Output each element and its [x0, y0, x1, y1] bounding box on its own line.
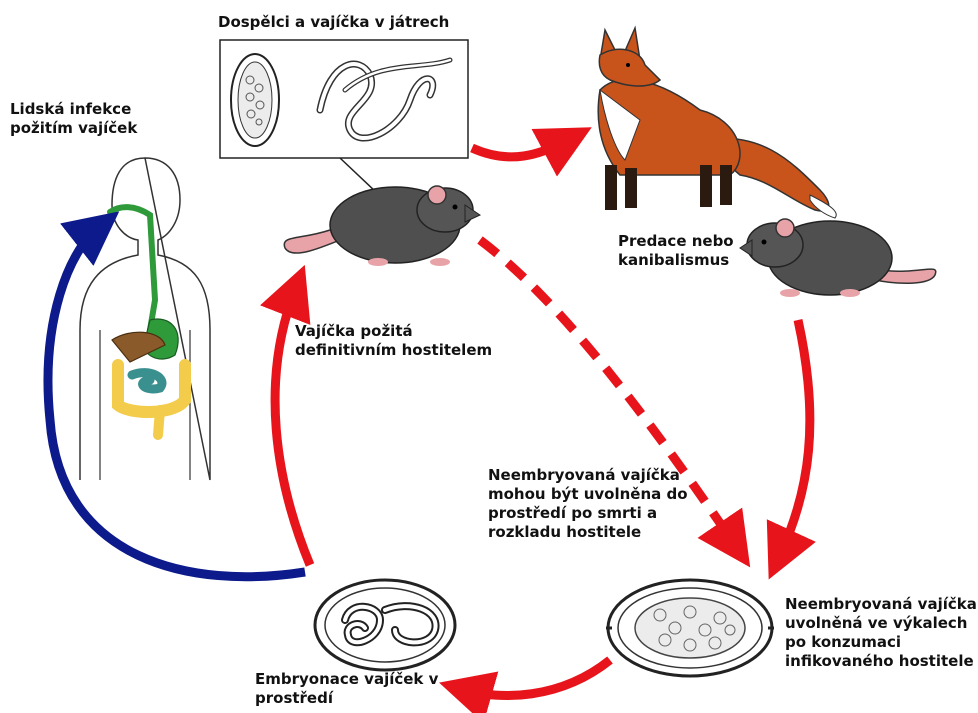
label-eggs-feces: Neembryovaná vajíčka uvolněná ve výkalec…: [785, 595, 977, 671]
human-silhouette: [80, 158, 210, 480]
arrow-egg-to-embryonation: [465, 660, 610, 696]
label-eggs-ingested: Vajíčka požitá definitivním hostitelem: [295, 322, 492, 360]
rat-icon: [284, 186, 480, 266]
unembryonated-egg: [606, 580, 774, 676]
label-embryonation: Embryonace vajíček v prostředí: [255, 670, 438, 708]
label-adults-liver: Dospělci a vajíčka v játrech: [218, 13, 449, 32]
embryonated-egg: [315, 580, 455, 670]
liver-worm-inset: [220, 40, 468, 158]
arrow-rat2-to-egg: [780, 320, 810, 555]
label-predation: Predace nebo kanibalismus: [618, 232, 734, 270]
rat-icon: [740, 219, 936, 297]
arrow-rat-to-fox: [472, 140, 568, 157]
label-human-infection: Lidská infekce požitím vajíček: [10, 100, 137, 138]
fox-icon: [598, 28, 836, 218]
label-eggs-released-death: Neembryovaná vajíčka mohou být uvolněna …: [488, 466, 688, 542]
